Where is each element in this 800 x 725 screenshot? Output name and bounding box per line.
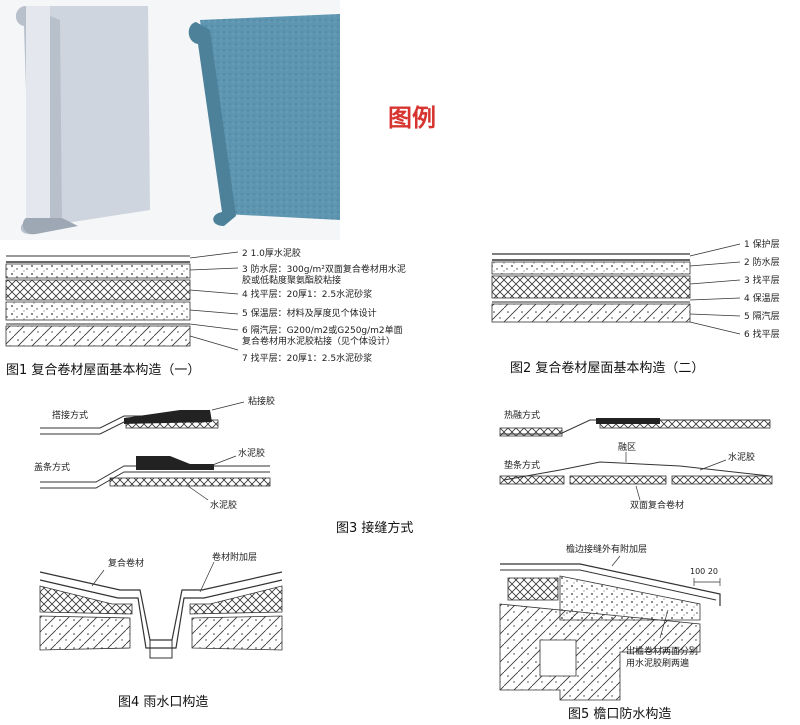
fig3-label: 水泥胶	[210, 499, 237, 511]
blue-roll-photo	[188, 14, 340, 226]
fig5-label: 出檐卷材两面分别	[626, 645, 698, 657]
fig5-label: 用水泥胶刷两遍	[626, 657, 689, 669]
fig1-labels: 2 1.0厚水泥胶 3 防水层：300g/m²双面复合卷材用水泥 胶或低黏度聚氨…	[242, 247, 406, 364]
fig3-lap-joint: 搭接方式 粘接胶	[40, 395, 275, 435]
fig1-label: 4 找平层：20厚1：2.5水泥砂浆	[242, 288, 372, 300]
fig1-roof-section	[5, 251, 239, 351]
fig3-strip-joint: 垫条方式 融区 水泥胶 双面复合卷材	[499, 442, 773, 511]
fig2-labels: 1 保护层 2 防水层 3 找平层 4 保温层 5 隔汽层 6 找平层	[744, 238, 780, 340]
fig3-label: 搭接方式	[52, 409, 88, 421]
fig5-eave-detail: 檐边接缝外有附加层 100 20 出檐卷材两面分别 用水泥胶刷两遍	[499, 543, 721, 701]
fig3-label: 水泥胶	[238, 447, 265, 459]
fig1-label: 5 保温层：材料及厚度见个体设计	[242, 307, 377, 319]
fig3-label: 融区	[618, 442, 636, 453]
fig3-cover-strip-joint: 盖条方式 水泥胶 水泥胶	[34, 447, 271, 511]
fig5-caption: 图5 檐口防水构造	[568, 706, 671, 722]
fig2-label: 4 保温层	[744, 292, 780, 304]
fig1-label: 3 防水层：300g/m²双面复合卷材用水泥	[242, 263, 406, 275]
fig1-label: 7 找平层：20厚1：2.5水泥砂浆	[242, 352, 372, 364]
fig4-label: 复合卷材	[108, 557, 144, 569]
fig1-label: 复合卷材用水泥胶粘接（见个体设计）	[242, 335, 395, 347]
fig4-rain-outlet: 复合卷材 卷材附加层	[39, 551, 283, 659]
fig2-label: 3 找平层	[744, 274, 780, 286]
fig2-label: 5 隔汽层	[744, 310, 780, 322]
fig5-label: 檐边接缝外有附加层	[566, 543, 647, 555]
fig2-label: 2 防水层	[744, 256, 780, 268]
fig3-label: 垫条方式	[504, 459, 540, 471]
fig2-label: 6 找平层	[744, 328, 780, 340]
fig3-label: 水泥胶	[728, 451, 755, 463]
fig1-label: 6 隔汽层：G200/m2或G250g/m2单面	[242, 324, 403, 336]
fig3-label: 双面复合卷材	[630, 499, 684, 511]
fig4-caption: 图4 雨水口构造	[118, 695, 208, 710]
fig4-label: 卷材附加层	[212, 551, 257, 563]
fig1-label: 胶或低黏度聚氨酯胶粘接	[242, 274, 341, 286]
fig1-caption: 图1 复合卷材屋面基本构造（一）	[6, 362, 200, 378]
fig3-caption: 图3 接缝方式	[336, 520, 413, 536]
fig3-heat-fusion-joint: 热融方式	[499, 409, 771, 437]
fig5-label: 100 20	[690, 567, 718, 576]
fig1-label: 2 1.0厚水泥胶	[242, 247, 301, 259]
fig3-label: 盖条方式	[34, 461, 70, 473]
fig2-roof-section	[491, 243, 741, 335]
fig3-label: 粘接胶	[248, 395, 275, 407]
fig2-caption: 图2 复合卷材屋面基本构造（二）	[510, 360, 704, 376]
fig2-label: 1 保护层	[744, 238, 780, 250]
fig3-label: 热融方式	[504, 409, 540, 421]
legend-title: 图例	[388, 104, 436, 132]
